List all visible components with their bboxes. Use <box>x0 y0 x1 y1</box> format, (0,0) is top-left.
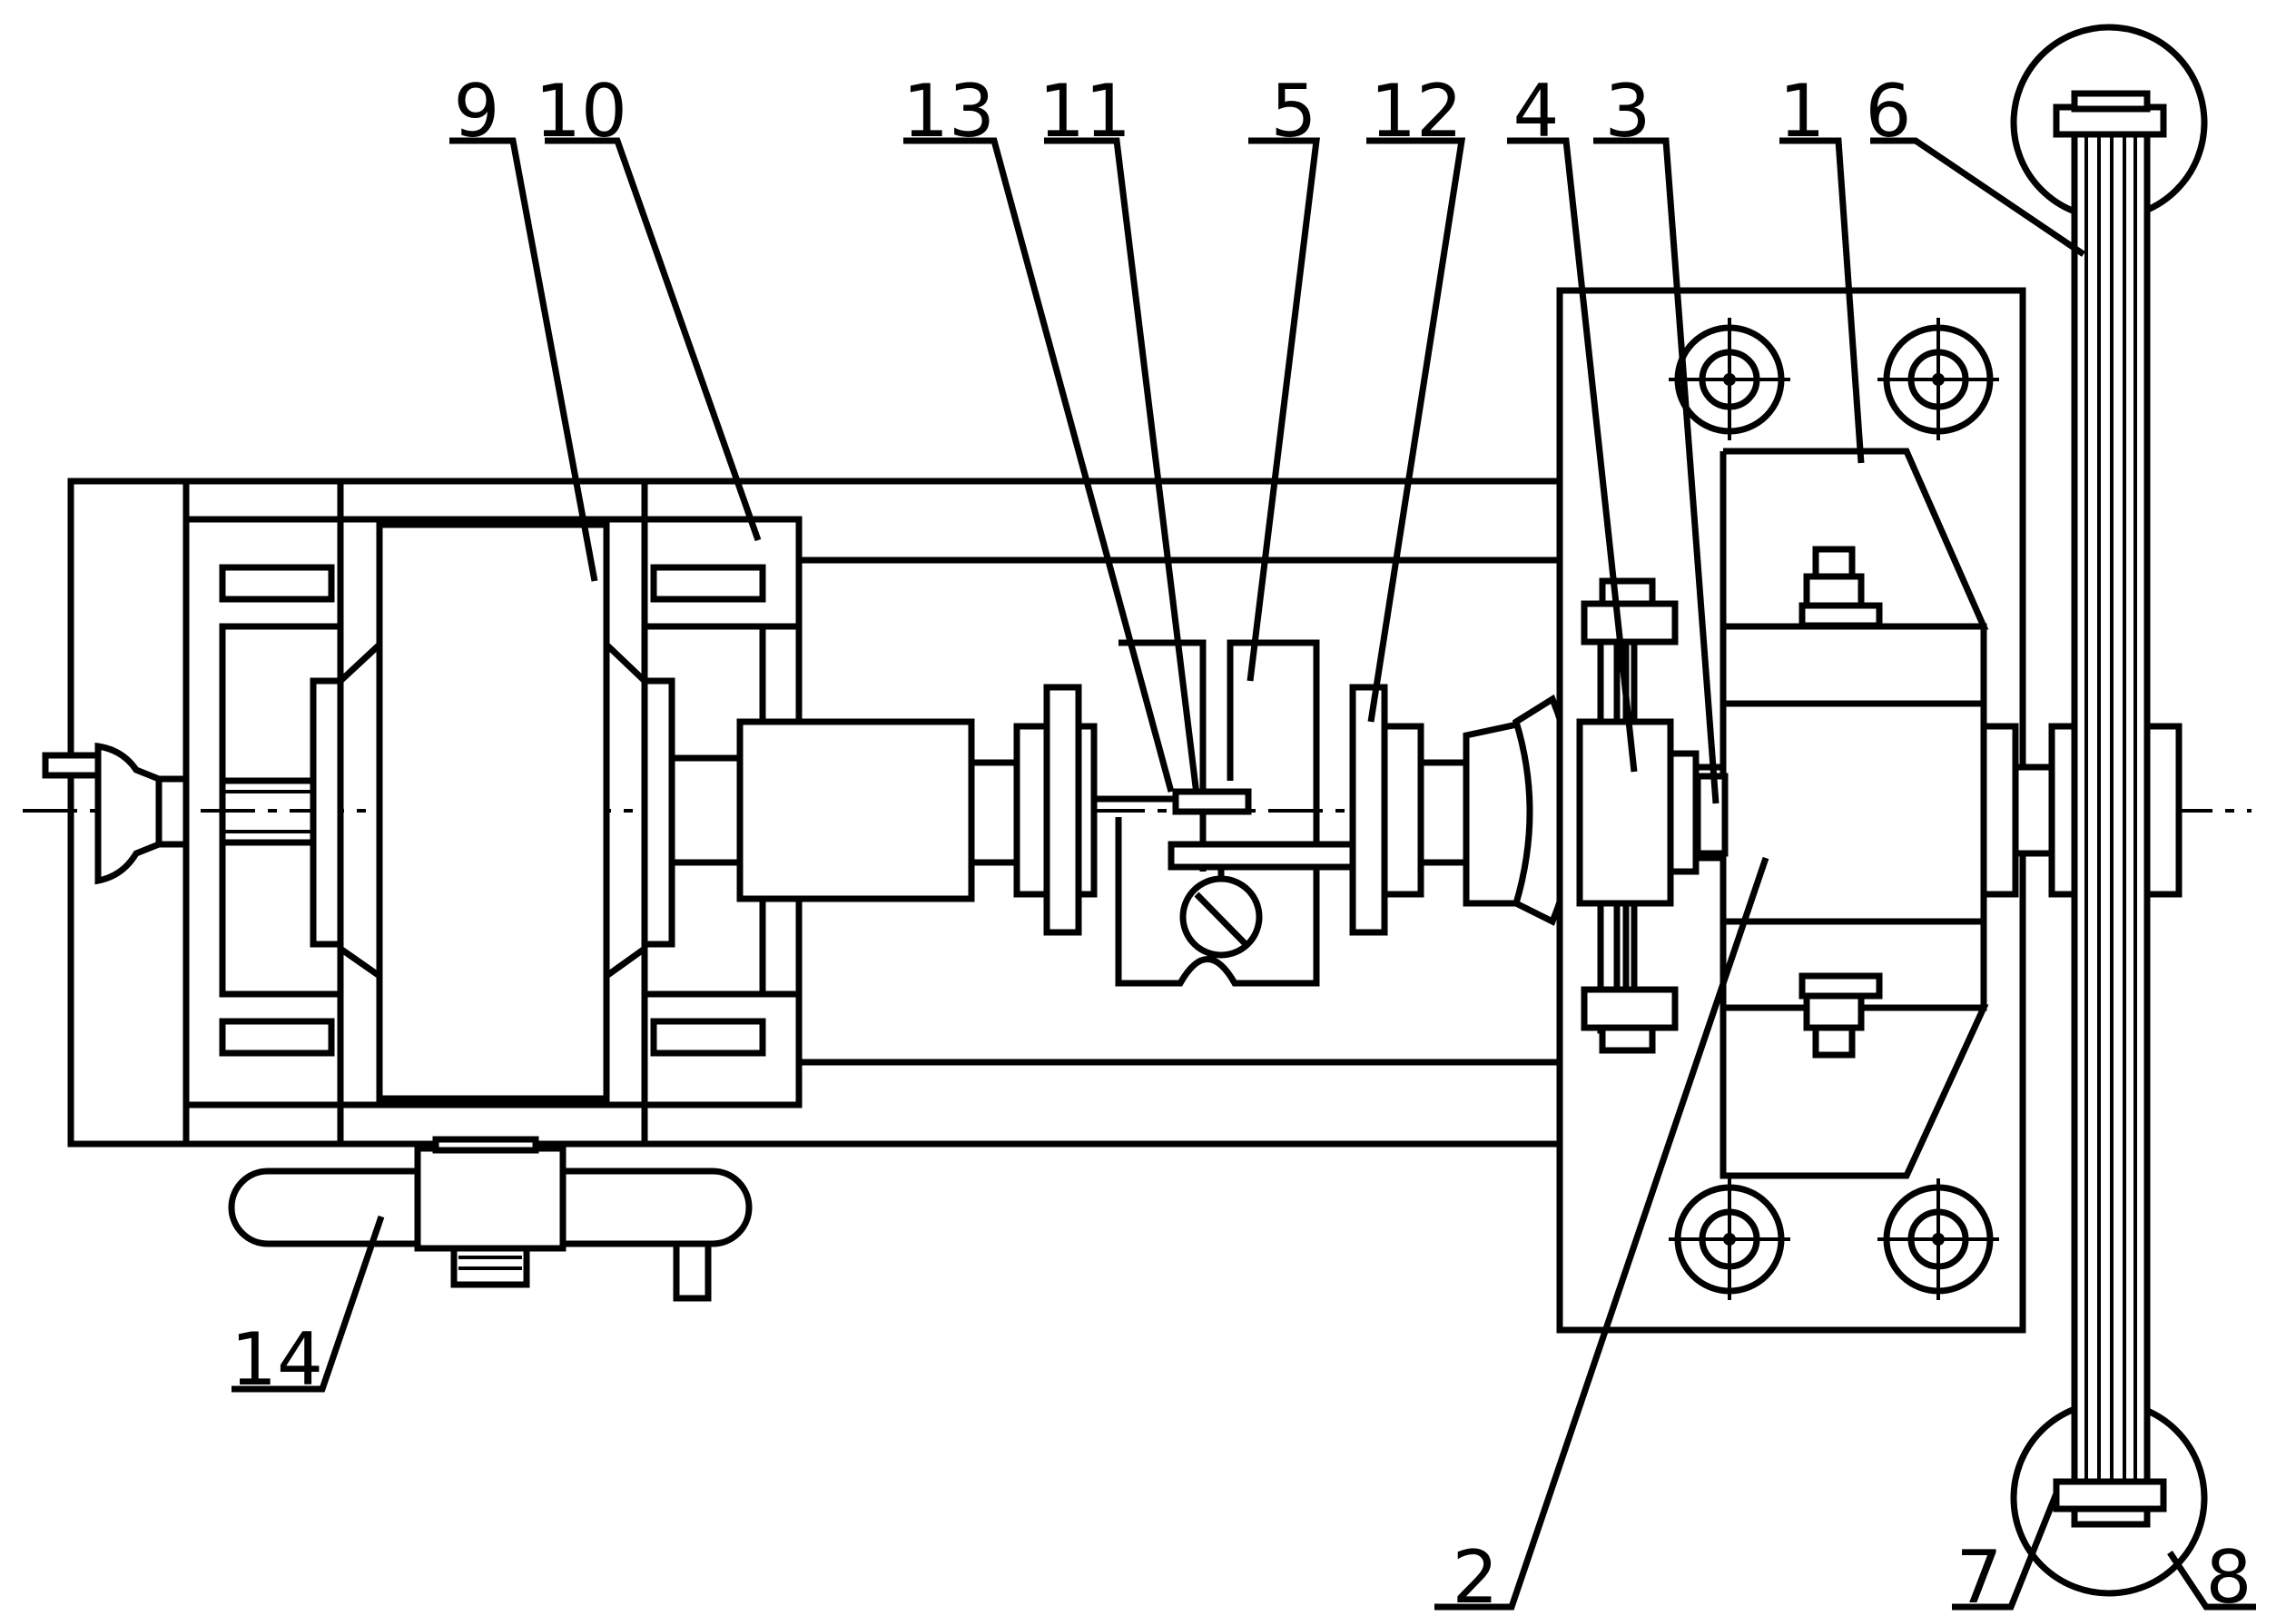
label-11: 11 <box>1039 69 1131 153</box>
label-3: 3 <box>1605 69 1651 153</box>
main-shaft <box>668 754 748 866</box>
label-7: 7 <box>1956 1535 2003 1616</box>
bolt-top-right-icon <box>1877 318 1999 440</box>
label-4: 4 <box>1513 69 1560 153</box>
label-9: 9 <box>454 69 500 153</box>
clamp-part-4 <box>1576 577 1727 1054</box>
bolt-top-left-icon <box>1669 318 1790 440</box>
label-5: 5 <box>1271 69 1317 153</box>
bolt-bottom-right-icon <box>1877 1178 1999 1300</box>
label-10: 10 <box>535 69 627 153</box>
coupling-sleeve <box>736 718 975 902</box>
left-flange <box>1013 684 1098 936</box>
intermediate-shaft <box>968 759 1020 866</box>
dial-gauge <box>1179 867 1263 959</box>
part-labels: 9 10 13 11 5 12 4 3 1 6 2 7 8 14 <box>231 69 2252 1616</box>
label-14: 14 <box>231 1317 323 1402</box>
label-2: 2 <box>1453 1535 1499 1616</box>
adjusting-knob <box>42 742 190 885</box>
label-8: 8 <box>2206 1535 2252 1616</box>
leader-lines <box>232 137 2256 1611</box>
label-6: 6 <box>1866 69 1912 153</box>
slider-part-13 <box>1168 788 1370 871</box>
motor-drum-part-9 <box>222 521 675 1102</box>
lever-part-14 <box>228 1136 753 1302</box>
label-1: 1 <box>1779 69 1826 153</box>
bolt-bottom-left-icon <box>1669 1178 1790 1300</box>
label-13: 13 <box>902 69 995 153</box>
label-12: 12 <box>1370 69 1463 153</box>
belt-part-6 <box>2053 90 2167 1528</box>
output-shaft <box>1417 759 1470 866</box>
flange-part-12 <box>1349 684 1424 936</box>
